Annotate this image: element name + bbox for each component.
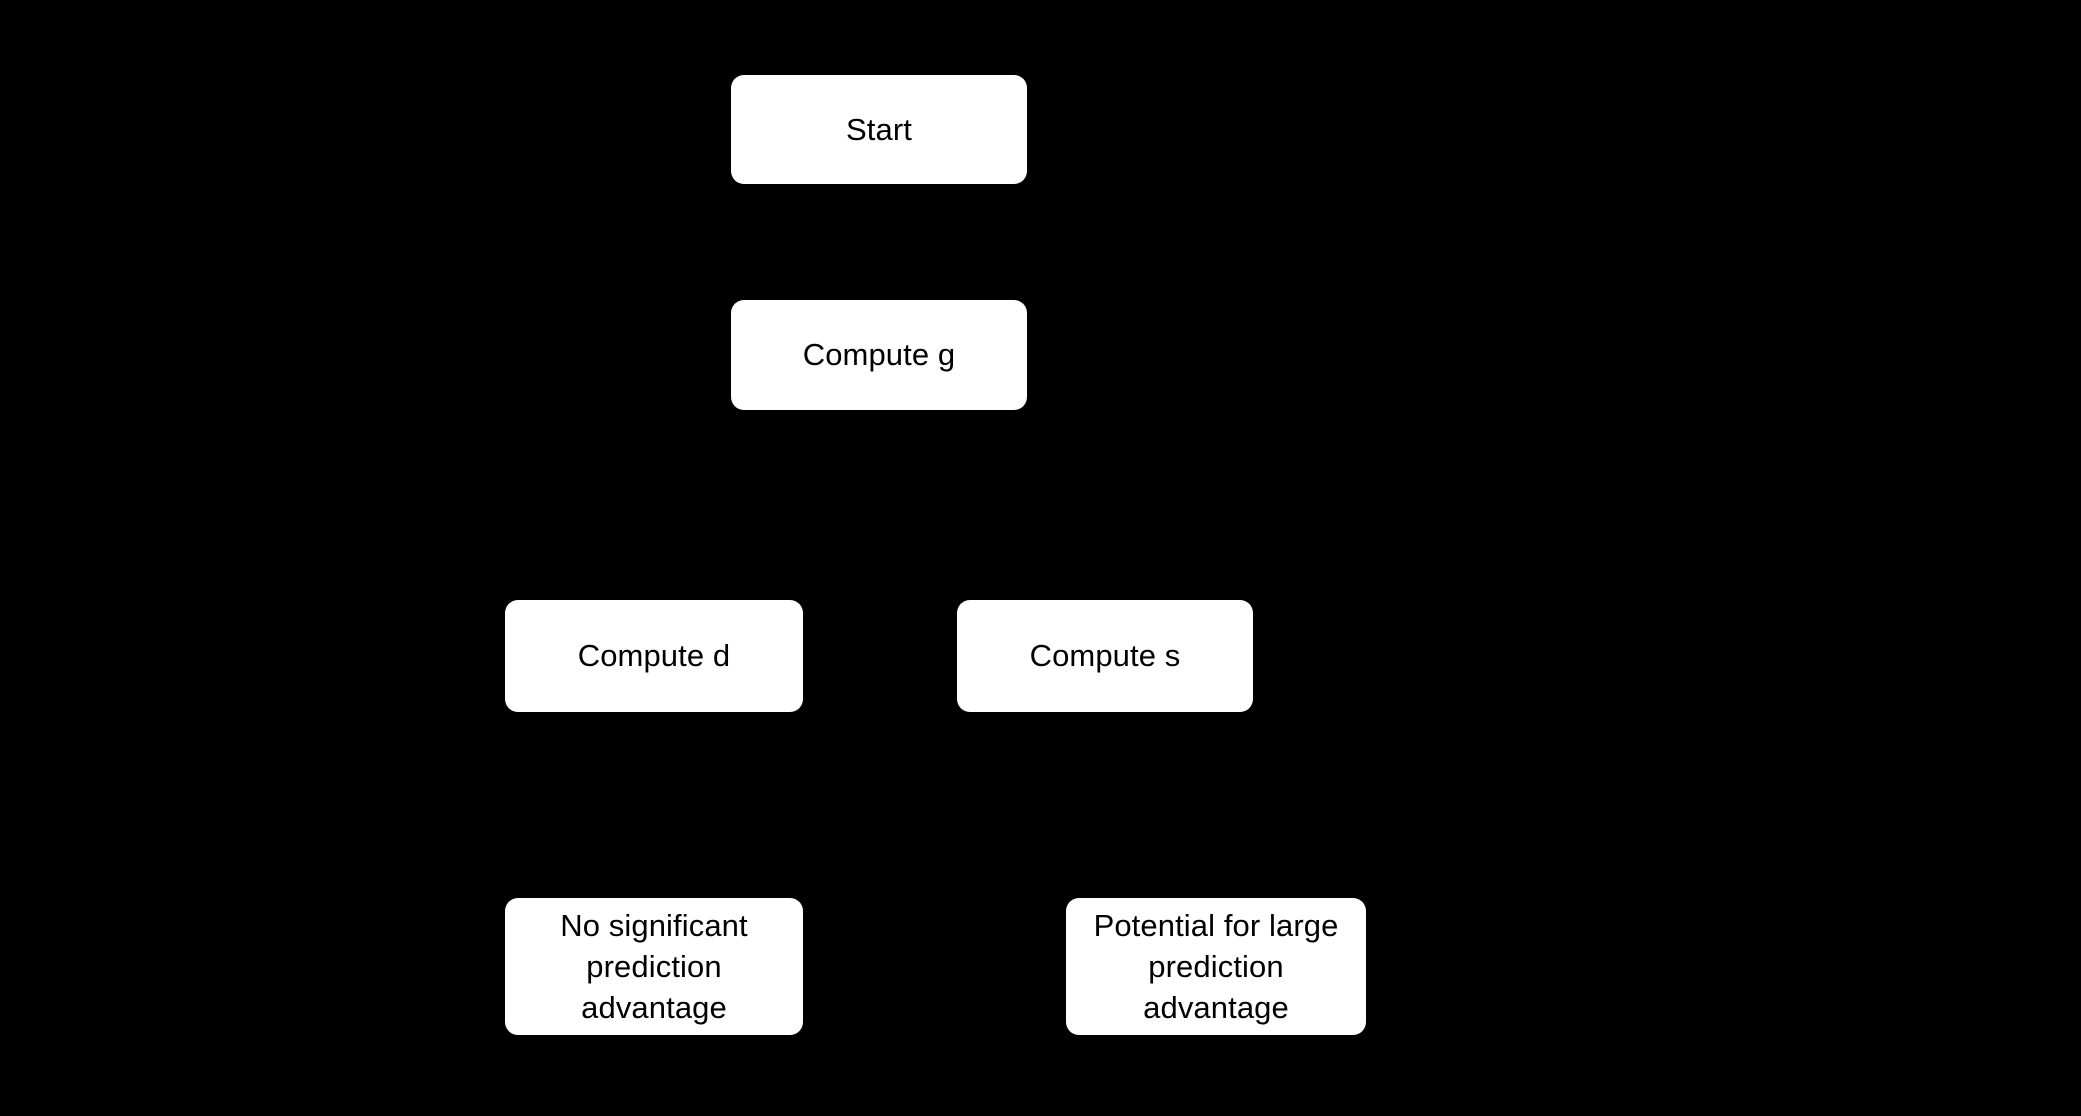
node-compute-d[interactable]: Compute d xyxy=(505,600,803,712)
node-no-significant-prediction-advantage[interactable]: No significant prediction advantage xyxy=(505,898,803,1035)
node-large-advantage-label: Potential for large prediction advantage xyxy=(1093,907,1339,1026)
edge-compute-g-to-compute-s xyxy=(938,409,1062,600)
node-compute-g[interactable]: Compute g xyxy=(731,300,1027,410)
node-compute-s[interactable]: Compute s xyxy=(957,600,1253,712)
edge-compute-s-to-large-advantage xyxy=(1103,711,1183,898)
node-start[interactable]: Start xyxy=(731,75,1027,184)
node-compute-g-label: Compute g xyxy=(802,337,956,373)
node-no-advantage-label: No significant prediction advantage xyxy=(560,907,748,1026)
node-compute-d-label: Compute d xyxy=(577,638,731,674)
node-compute-s-label: Compute s xyxy=(1029,638,1181,674)
node-start-label: Start xyxy=(846,111,912,147)
node-potential-for-large-prediction-advantage[interactable]: Potential for large prediction advantage xyxy=(1066,898,1366,1035)
edge-compute-g-to-compute-d xyxy=(698,409,822,600)
